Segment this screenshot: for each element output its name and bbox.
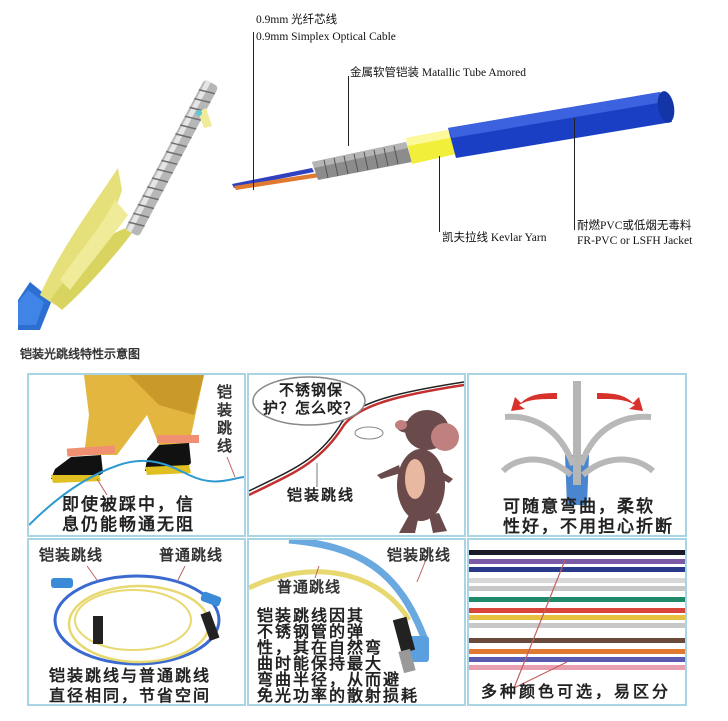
cable-stripe — [469, 657, 685, 662]
cable-stripe — [469, 567, 685, 572]
panel-color-options: 多种颜色可选，易区分 — [467, 538, 687, 706]
label-kevlar: 凯夫拉线 Kevlar Yarn — [442, 232, 547, 244]
leader-line-kevlar — [439, 156, 440, 232]
patch-cord-coil-illustration — [51, 565, 222, 666]
label-fiber-en: 0.9mm Simplex Optical Cable — [256, 31, 396, 43]
cable-stripe — [469, 615, 685, 620]
label-regular: 普通跳线 — [159, 546, 224, 564]
label-tube: 金属软管铠装 Matallic Tube Amored — [350, 67, 527, 79]
flexible-bend-illustration — [500, 381, 655, 505]
panel-caption: 铠装跳线因其 不锈钢管的弹 性，其在自然弯 曲时能保持最大 弯曲半径，从而避 免… — [257, 606, 420, 705]
leader-line-tube — [348, 76, 349, 146]
cable-stripe — [469, 649, 685, 654]
cable-photo-illustration — [18, 80, 218, 330]
panel-caption: 多种颜色可选，易区分 — [481, 682, 672, 701]
label-armored: 铠装跳线 — [387, 546, 452, 564]
cable-stripe — [469, 638, 685, 643]
panel-bend-radius: 铠装跳线 普通跳线 铠装跳线因其 不锈钢管的弹 性，其在自然弯 曲时能保持最大 … — [247, 538, 466, 706]
label-regular: 普通跳线 — [277, 578, 342, 596]
cable-stripe — [469, 586, 685, 591]
cable-structure-diagram — [220, 80, 700, 210]
cable-stripe — [469, 608, 685, 613]
cable-stripe — [469, 559, 685, 564]
label-jacket-en: FR-PVC or LSFH Jacket — [577, 235, 693, 247]
vertical-label: 铠 装 跳 线 — [217, 383, 233, 455]
cable-stripe — [469, 550, 685, 555]
panel-trample: 铠 装 跳 线 即使被踩中，信 息仍能畅通无阻 — [27, 373, 246, 537]
cable-stripe — [469, 623, 685, 628]
panel-diameter: 铠装跳线 普通跳线 铠装跳线与普通跳线 直径相同，节省空间 — [27, 538, 246, 706]
panel-caption: 即使被踩中，信 息仍能畅通无阻 — [62, 495, 195, 535]
label-fiber-cn: 0.9mm 光纤芯线 — [256, 14, 338, 26]
armored-cable-photo — [0, 0, 240, 340]
cable-stripe — [469, 578, 685, 583]
panel-caption: 可随意弯曲，柔软 性好，不用担心折断 — [503, 497, 674, 537]
leader-line-jacket — [574, 118, 575, 230]
label-jacket-cn: 耐燃PVC或低烟无毒料 — [577, 220, 692, 232]
pointer-lines — [513, 559, 568, 689]
firefighter-boots-illustration — [29, 375, 244, 526]
panel-bite: 不锈钢保 护？怎么咬？ 铠装跳线 — [247, 373, 466, 537]
cable-stripe — [469, 597, 685, 602]
leader-line-fiber — [253, 32, 254, 190]
connector-closeup-illustration — [249, 540, 429, 674]
panel-caption: 铠装跳线 — [287, 486, 356, 504]
panel-bend: 可随意弯曲，柔软 性好，不用担心折断 — [467, 373, 687, 537]
cable-cross-section-illustration — [232, 91, 675, 190]
cable-stripe — [469, 665, 685, 670]
label-armored: 铠装跳线 — [39, 546, 104, 564]
mouse-bite-illustration — [249, 376, 464, 533]
panel-caption: 铠装跳线与普通跳线 直径相同，节省空间 — [49, 666, 212, 705]
colored-cables-bundle — [469, 550, 685, 670]
section-title: 铠装光跳线特性示意图 — [20, 347, 141, 361]
speech-bubble-text: 不锈钢保 护？怎么咬？ — [263, 381, 360, 417]
